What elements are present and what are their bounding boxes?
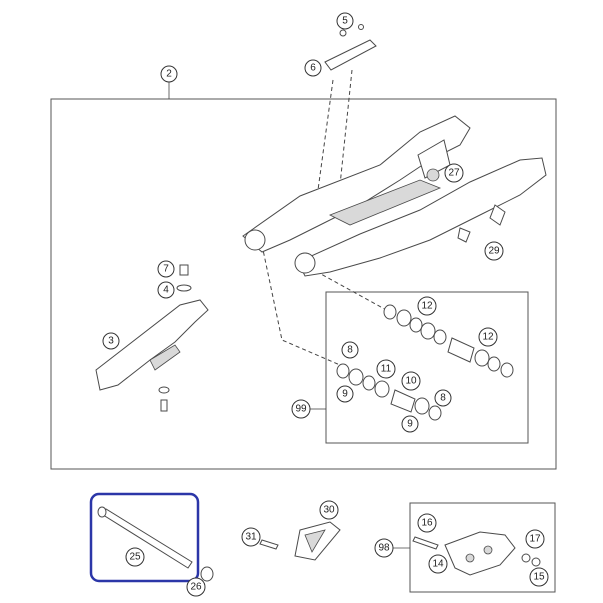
svg-text:30: 30	[323, 505, 335, 516]
svg-text:27: 27	[448, 168, 460, 179]
svg-text:3: 3	[108, 336, 114, 347]
callout-6[interactable]: 6	[304, 59, 322, 77]
svg-text:11: 11	[381, 364, 392, 375]
bearing-kit-box	[325, 291, 529, 444]
svg-text:2: 2	[166, 69, 172, 80]
svg-text:8: 8	[347, 345, 353, 356]
svg-text:14: 14	[432, 559, 444, 570]
pin-part	[324, 24, 377, 71]
dash-pin-b	[339, 69, 353, 186]
chain-guide-part	[259, 521, 341, 561]
callout-5[interactable]: 5	[336, 12, 354, 30]
svg-text:25: 25	[129, 552, 141, 563]
callout-25[interactable]: 25	[125, 547, 145, 567]
callout-17[interactable]: 17	[525, 529, 545, 549]
callout-16[interactable]: 16	[417, 513, 437, 533]
callout-12-top[interactable]: 12	[417, 296, 437, 316]
svg-text:7: 7	[163, 264, 169, 275]
callout-3[interactable]: 3	[102, 332, 120, 350]
callout-99[interactable]: 99	[291, 399, 311, 419]
callout-7[interactable]: 7	[157, 260, 175, 278]
svg-text:17: 17	[529, 534, 541, 545]
dash-pivot-right	[309, 267, 391, 313]
svg-text:12: 12	[421, 301, 433, 312]
callout-14[interactable]: 14	[428, 554, 448, 574]
svg-text:16: 16	[421, 518, 433, 529]
callout-2[interactable]: 2	[160, 65, 178, 83]
callout-9-left[interactable]: 9	[336, 385, 354, 403]
callout-30[interactable]: 30	[319, 500, 339, 520]
svg-text:26: 26	[190, 582, 202, 593]
axle-part	[97, 506, 214, 582]
svg-text:5: 5	[342, 16, 348, 27]
svg-text:9: 9	[407, 419, 413, 430]
chain-guide-box	[409, 502, 556, 593]
callout-10[interactable]: 10	[401, 371, 421, 391]
callout-15[interactable]: 15	[529, 567, 549, 587]
callout-29[interactable]: 29	[484, 241, 504, 261]
swingarm-part	[242, 115, 547, 277]
callout-4[interactable]: 4	[157, 281, 175, 299]
svg-text:4: 4	[163, 285, 169, 296]
svg-text:12: 12	[482, 332, 494, 343]
callout-26[interactable]: 26	[186, 577, 206, 597]
callout-98[interactable]: 98	[374, 538, 394, 558]
svg-text:6: 6	[310, 63, 316, 74]
callout-9-bottom[interactable]: 9	[401, 415, 419, 433]
chain-slider-part	[95, 264, 209, 412]
chain-guide-assembly-part	[412, 531, 541, 576]
callout-11[interactable]: 11	[376, 359, 396, 379]
callout-31[interactable]: 31	[241, 527, 261, 547]
svg-text:15: 15	[533, 572, 545, 583]
bearing-kit-parts	[336, 304, 514, 421]
svg-text:31: 31	[245, 532, 257, 543]
callout-8-right[interactable]: 8	[434, 389, 452, 407]
main-frame-box	[50, 98, 557, 470]
svg-text:99: 99	[295, 404, 307, 415]
callout-8-left[interactable]: 8	[341, 341, 359, 359]
svg-text:29: 29	[488, 246, 500, 257]
dash-pin-a	[317, 79, 334, 191]
svg-text:9: 9	[342, 389, 348, 400]
svg-text:98: 98	[378, 543, 390, 554]
callout-27[interactable]: 27	[444, 163, 464, 183]
callout-12-right[interactable]: 12	[478, 327, 498, 347]
svg-text:8: 8	[440, 393, 446, 404]
svg-text:10: 10	[405, 376, 417, 387]
highlight-box	[89, 492, 200, 583]
